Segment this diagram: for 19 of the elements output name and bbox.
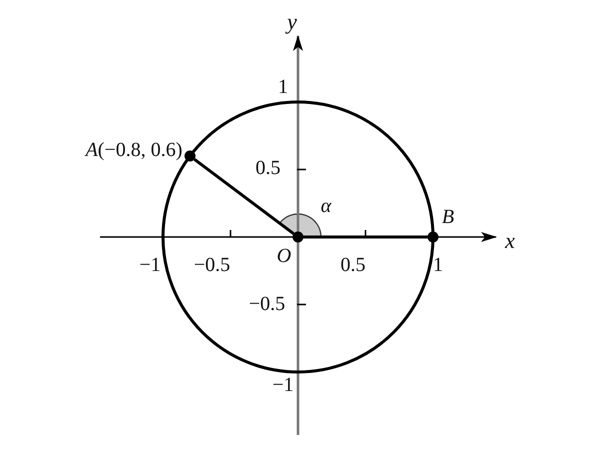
- tick-label: −0.5: [194, 255, 230, 275]
- axis-label: α: [320, 196, 332, 216]
- point-label: B: [442, 207, 454, 227]
- axis-label: x: [505, 230, 515, 252]
- radius-segment: [304, 236, 428, 238]
- point-label: O: [276, 246, 292, 266]
- tick-label: −1: [272, 375, 294, 395]
- tick-label: −1: [139, 255, 161, 275]
- point-dot: [292, 232, 304, 242]
- tick-label: 1: [433, 255, 443, 275]
- tick-label: 1: [278, 77, 288, 97]
- point-dot: [428, 232, 438, 242]
- tick-label: −0.5: [248, 294, 286, 314]
- point-label: A(−0.8, 0.6): [86, 140, 182, 160]
- point-dot: [184, 150, 196, 162]
- tick-label: 0.5: [340, 255, 366, 275]
- tick-label: 0.5: [256, 158, 280, 178]
- radius-segment: [194, 158, 294, 235]
- axis-label: y: [287, 11, 297, 33]
